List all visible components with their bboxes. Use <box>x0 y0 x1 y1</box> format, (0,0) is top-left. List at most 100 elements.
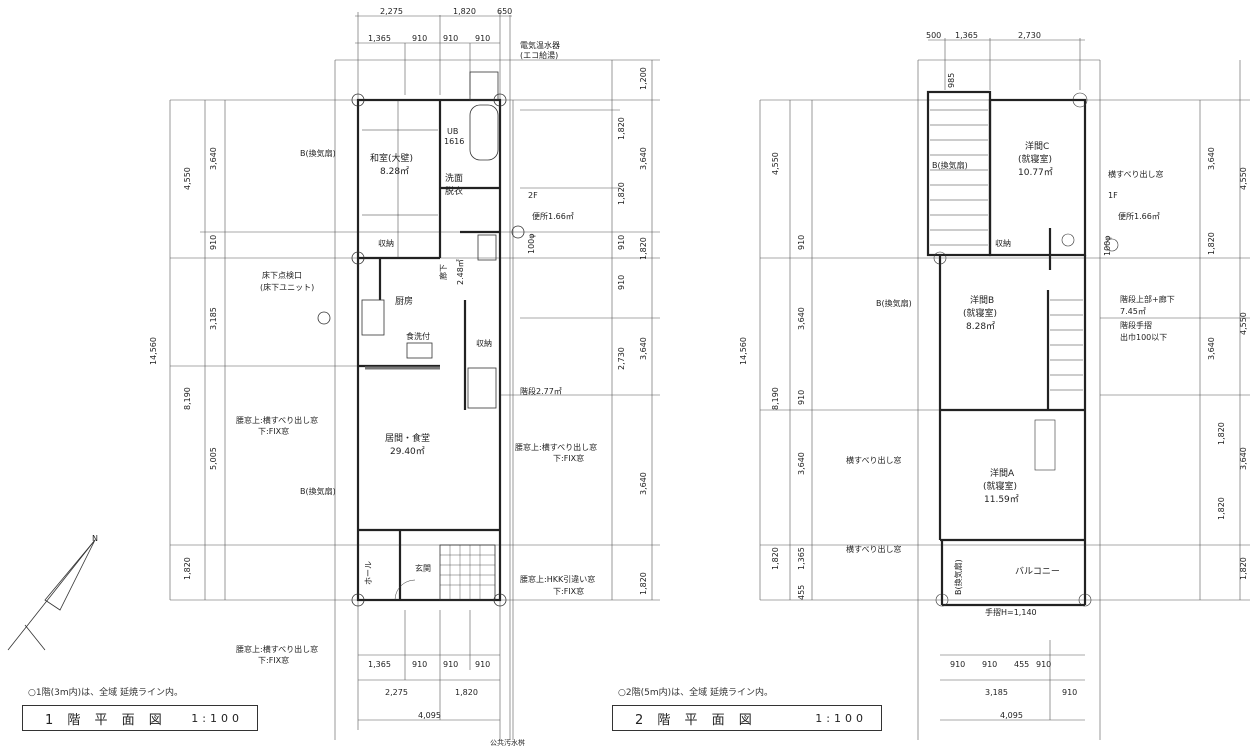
label: 電気温水器 <box>520 41 560 50</box>
dim: 3,185 <box>209 307 218 330</box>
dim: 455 <box>797 584 806 600</box>
room-label: 収納 <box>378 239 394 248</box>
dim: 3,640 <box>797 307 806 330</box>
north-label: N <box>92 534 98 543</box>
room-area: 8.28㎡ <box>380 167 410 177</box>
dim: 1,820 <box>183 557 192 580</box>
room-label: 廊下 <box>439 264 448 280</box>
dim: 1,820 <box>617 182 626 205</box>
dim: 1,365 <box>368 660 391 669</box>
label: B(換気扇) <box>300 487 336 496</box>
dim: 910 <box>412 34 428 43</box>
dim: 4,550 <box>1239 167 1248 190</box>
north-arrow <box>7 539 96 651</box>
room-label: 和室(大壁) <box>370 154 414 164</box>
label: (床下ユニット) <box>260 283 315 292</box>
dim: 1,820 <box>453 7 476 16</box>
window-note: 下:FIX窓 <box>553 587 585 596</box>
label: 100φ <box>1103 235 1112 256</box>
room-label: 脱衣 <box>445 187 464 197</box>
dim: 910 <box>412 660 428 669</box>
dim: 3,185 <box>985 688 1008 697</box>
plan-title: 1 階 平 面 図 <box>45 712 167 728</box>
dim: 910 <box>797 234 806 250</box>
dim: 3,640 <box>639 147 648 170</box>
room-label: ホール <box>364 561 373 585</box>
room-label: 洋間C <box>1025 142 1050 152</box>
label: 1F <box>1108 191 1118 200</box>
dim: 985 <box>947 72 956 88</box>
plan-note: ○1階(3m内)は、全域 延焼ライン内。 <box>28 688 183 698</box>
plan1-fixtures <box>317 71 525 607</box>
dim: 455 <box>1014 660 1030 669</box>
plan1-dimension-lines <box>169 12 660 740</box>
dim: 5,005 <box>209 447 218 470</box>
dim: 3,640 <box>1207 147 1216 170</box>
plan-title-box: 1 階 平 面 図 1:100 <box>22 705 258 731</box>
dim: 8,190 <box>771 387 780 410</box>
dim: 3,640 <box>797 452 806 475</box>
window-note: 下:FIX窓 <box>553 454 585 463</box>
room-label: 厨房 <box>395 297 414 307</box>
dim: 1,820 <box>1239 557 1248 580</box>
room-label: 便所1.66㎡ <box>532 212 574 221</box>
label: B(換気扇) <box>932 161 968 170</box>
label: 食洗付 <box>406 332 430 341</box>
dim: 1,200 <box>639 67 648 90</box>
label: 1616 <box>444 137 465 146</box>
label: 手摺H=1,140 <box>985 608 1037 617</box>
dim: 8,190 <box>183 387 192 410</box>
plan-title: 2 階 平 面 図 <box>635 712 757 728</box>
dim: 4,095 <box>1000 711 1023 720</box>
plan2-dimension-lines <box>759 38 1250 740</box>
room-area: 8.28㎡ <box>966 322 996 332</box>
dim: 910 <box>797 389 806 405</box>
dim: 910 <box>475 34 491 43</box>
room-label: 階段2.77㎡ <box>520 387 562 396</box>
plan-title-box: 2 階 平 面 図 1:100 <box>612 705 882 731</box>
dim: 910 <box>209 234 218 250</box>
label: B(換気扇) <box>954 559 963 595</box>
dim: 4,550 <box>183 167 192 190</box>
label: 公共汚水桝 <box>490 739 525 747</box>
room-label: 洋間A <box>990 469 1015 479</box>
room-label: 洋間B <box>970 296 995 306</box>
room-area: 7.45㎡ <box>1120 307 1146 316</box>
label: 床下点検口 <box>262 271 302 280</box>
room-label: 階段上部+廊下 <box>1120 295 1175 304</box>
dim: 14,560 <box>149 337 158 365</box>
dim: 3,640 <box>1239 447 1248 470</box>
label: 出巾100以下 <box>1120 333 1168 342</box>
dim: 4,550 <box>1239 312 1248 335</box>
plan2-walls <box>926 90 1087 607</box>
room-label: 玄関 <box>415 564 431 573</box>
dim: 910 <box>1062 688 1078 697</box>
dim: 1,820 <box>639 572 648 595</box>
window-note: 腰窓上:横すべり出し窓 <box>515 443 598 452</box>
dim: 1,820 <box>617 117 626 140</box>
dim: 3,640 <box>1207 337 1216 360</box>
dim: 14,560 <box>739 337 748 365</box>
window-note: 腰窓上:HKK引違い窓 <box>520 575 596 584</box>
dim: 910 <box>443 660 459 669</box>
dim: 4,550 <box>771 152 780 175</box>
label: B(換気扇) <box>300 149 336 158</box>
window-note: 横すべり出し窓 <box>846 545 902 554</box>
label: 階段手摺 <box>1120 321 1152 330</box>
room-label: バルコニー <box>1015 567 1060 577</box>
dim: 2,730 <box>617 347 626 370</box>
dim: 1,820 <box>455 688 478 697</box>
label: UB <box>447 127 459 136</box>
plan-scale: 1:100 <box>191 711 243 725</box>
dim: 910 <box>982 660 998 669</box>
window-note: 下:FIX窓 <box>258 656 290 665</box>
dim: 4,095 <box>418 711 441 720</box>
dim: 910 <box>475 660 491 669</box>
dim: 3,640 <box>639 337 648 360</box>
dim: 1,820 <box>639 237 648 260</box>
room-label: (就寝室) <box>963 309 998 319</box>
plan1-walls <box>356 98 502 602</box>
window-note: 横すべり出し窓 <box>1108 170 1164 179</box>
dim: 3,640 <box>209 147 218 170</box>
